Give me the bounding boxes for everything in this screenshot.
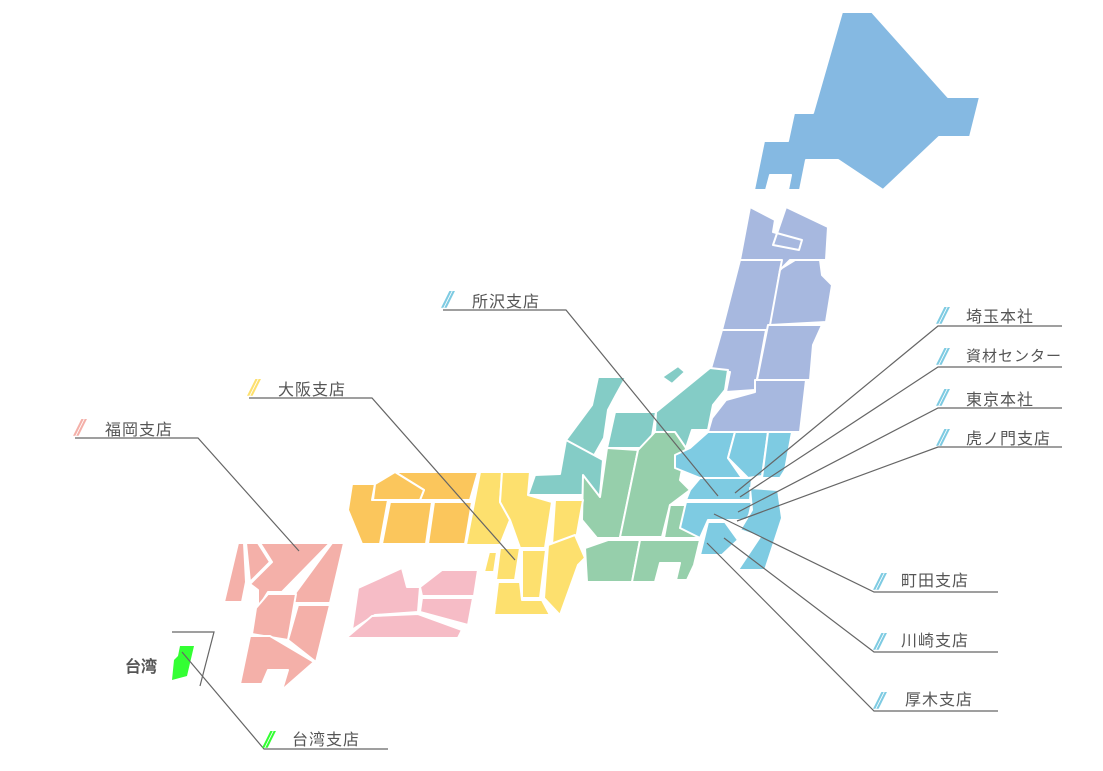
region-chubu <box>581 431 709 583</box>
slash-icon: // <box>875 629 885 653</box>
pref-awaji[interactable] <box>483 551 498 573</box>
region-hokkaido <box>753 11 981 191</box>
office-name: 厚木支店 <box>905 690 974 709</box>
pref-iwate[interactable] <box>769 259 833 326</box>
pref-tottori-west[interactable] <box>372 471 425 501</box>
office-name: 町田支店 <box>901 571 970 590</box>
pref-kyoto[interactable] <box>499 471 553 549</box>
region-taiwan <box>172 631 215 687</box>
pref-aomori[interactable] <box>739 206 829 269</box>
region-kinki <box>465 471 586 616</box>
pref-wakayama[interactable] <box>493 581 551 616</box>
pref-kanagawa[interactable] <box>699 521 739 556</box>
slash-icon: // <box>938 385 948 409</box>
office-name: 所沢支店 <box>472 292 541 311</box>
slash-icon: // <box>264 727 274 751</box>
pref-kagawa[interactable] <box>419 569 479 597</box>
office-name: 東京本社 <box>966 390 1035 409</box>
office-name: 資材センター <box>966 347 1063 365</box>
leader-osaka <box>249 397 516 561</box>
pref-miyazaki[interactable] <box>287 604 331 663</box>
slash-icon: // <box>875 569 885 593</box>
pref-saga[interactable] <box>223 542 247 603</box>
pref-hokkaido[interactable] <box>753 11 981 191</box>
slash-icon: // <box>249 375 259 399</box>
pref-ibaraki[interactable] <box>761 431 793 479</box>
slash-icon: // <box>938 425 948 449</box>
leader-fukuoka <box>75 437 300 552</box>
pref-shizuoka[interactable] <box>631 539 701 583</box>
pref-ehime[interactable] <box>351 567 421 631</box>
region-tohoku <box>707 206 833 433</box>
office-name: 川崎支店 <box>901 631 970 650</box>
pref-mie[interactable] <box>543 534 586 616</box>
region-kyushu <box>223 542 345 691</box>
office-name: 大阪支店 <box>278 380 347 399</box>
taiwan-island[interactable] <box>172 646 194 680</box>
leader-saitama-hq <box>734 325 1062 494</box>
pref-miyagi[interactable] <box>756 324 823 381</box>
office-name: 埼玉本社 <box>966 307 1035 326</box>
leader-machida <box>713 513 998 593</box>
leader-tokorozawa <box>443 309 719 497</box>
pref-nara[interactable] <box>521 549 547 599</box>
taiwan-inset-bracket <box>172 631 215 687</box>
leader-lines <box>75 309 1062 750</box>
pref-kagoshima[interactable] <box>239 635 315 691</box>
slash-icon: // <box>938 303 948 327</box>
leader-toranomon <box>736 446 1062 522</box>
office-name: 台湾支店 <box>292 730 361 749</box>
pref-osaka[interactable] <box>495 547 521 581</box>
leader-atsugi <box>706 542 998 712</box>
region-chugoku <box>347 471 479 545</box>
pref-sado[interactable] <box>661 365 686 385</box>
region-shikoku <box>345 567 479 639</box>
pref-oita[interactable] <box>287 542 345 604</box>
pref-hiroshima[interactable] <box>381 501 433 545</box>
slash-icon: // <box>875 688 885 712</box>
pref-aichi[interactable] <box>584 539 641 583</box>
leader-tokyo-hq <box>737 407 1062 513</box>
pref-saitama[interactable] <box>685 477 753 501</box>
pref-nagasaki[interactable] <box>245 542 271 583</box>
taiwan-region-label: 台湾 <box>125 657 158 676</box>
office-name: 虎ノ門支店 <box>966 429 1052 448</box>
leader-materials <box>739 366 1062 498</box>
leader-kawasaki <box>723 537 998 653</box>
pref-tokushima[interactable] <box>419 597 474 626</box>
slash-icon: // <box>75 415 85 439</box>
office-name: 福岡支店 <box>105 420 174 439</box>
leader-taiwan <box>181 651 388 750</box>
pref-kochi[interactable] <box>345 613 463 639</box>
pref-okayama[interactable] <box>427 501 473 545</box>
slash-icon: // <box>938 344 948 368</box>
slash-icon: // <box>443 287 453 311</box>
